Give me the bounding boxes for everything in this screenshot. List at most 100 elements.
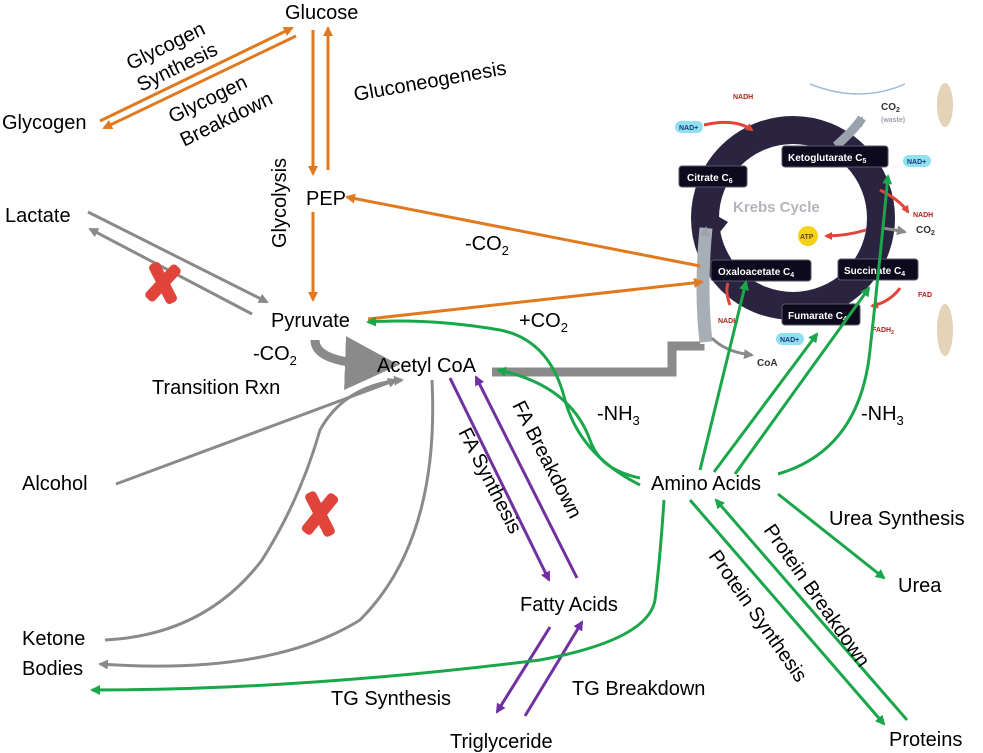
amino-acids-to-succinate-arrow [733, 286, 871, 475]
svg-text:Ketoglutarate C5: Ketoglutarate C5 [788, 153, 866, 165]
coa-label: CoA [757, 358, 778, 369]
bodies-label: Bodies [22, 658, 83, 680]
atp-label: ATP [800, 234, 814, 241]
fatty-acids-label: Fatty Acids [520, 594, 618, 616]
nad-badge-3 [776, 333, 804, 345]
fa-synthesis-arrow [448, 377, 551, 582]
svg-text:Succinate C4: Succinate C4 [844, 266, 905, 278]
amino-acids-to-fumarate-arrow [712, 332, 819, 473]
fadh2-label: FADH2 [872, 327, 894, 336]
succinate-label: Succinate C [844, 266, 901, 277]
svg-text:Oxaloacetate C4: Oxaloacetate C4 [718, 267, 794, 279]
nad-label-2: NAD+ [907, 159, 926, 166]
ketone-label: Ketone [22, 628, 85, 650]
pyruvate-to-oxaloacetate-arrow [367, 277, 704, 321]
co2-waste-label: CO2 [881, 102, 900, 114]
urea-synthesis-label: Urea Synthesis [829, 508, 965, 530]
oxaloacetate-label: Oxaloacetate C [718, 267, 790, 278]
krebs-decor-arc [809, 83, 906, 95]
minus-co2-pyruvate-label: -CO2 [253, 343, 297, 368]
cycle-arrowhead-3 [824, 287, 840, 303]
lactate-label: Lactate [5, 205, 71, 227]
fumarate-node: Fumarate C4 [781, 303, 861, 326]
oxaloacetate-to-pep-arrow [345, 193, 701, 268]
protein-synthesis-arrow [688, 499, 886, 726]
alcohol-label: Alcohol [22, 473, 88, 495]
cycle-arrowhead-4 [714, 214, 728, 232]
nad-badge-2 [903, 155, 931, 167]
transition-rxn-label: Transition Rxn [152, 377, 280, 399]
amino-acids-to-acetyl-coa-arrow [496, 366, 641, 480]
nadh-label-1: NADH [733, 94, 753, 101]
svg-text:Fumarate C4: Fumarate C4 [788, 311, 847, 323]
tg-synthesis-arrow [495, 626, 552, 714]
glycogen-breakdown-arrow [102, 34, 297, 130]
blocked-lactate-x-icon [145, 262, 181, 304]
minus-nh3-left-label: -NH3 [597, 403, 640, 428]
nad-label-1: NAD+ [679, 125, 698, 132]
lactate-to-pyruvate-arrow [87, 210, 269, 304]
tg-breakdown-label: TG Breakdown [572, 678, 705, 700]
pep-label: PEP [306, 188, 346, 210]
nad-label-3: NAD+ [780, 337, 799, 344]
nadh-label-2: NADH [913, 212, 933, 219]
amino-acids-to-oxaloacetate-arrow [698, 280, 749, 471]
amino-acids-label: Amino Acids [651, 473, 761, 495]
nadh-arrow-3 [725, 282, 732, 306]
glycogen-synthesis-arrow [99, 26, 294, 123]
ketone-to-acetyl-coa-arrow [104, 375, 404, 642]
triglyceride-label: Triglyceride [450, 731, 553, 753]
ketoglutarate-sub: 5 [862, 158, 866, 165]
citrate-label: Citrate C [687, 173, 729, 184]
protein-breakdown-arrow [714, 498, 909, 721]
acetyl-coa-to-krebs-line [492, 341, 705, 377]
glycolysis-label: Glycolysis [269, 158, 291, 248]
krebs-decor-blob-bottom [937, 304, 953, 356]
nadh-arrow-2 [879, 188, 910, 214]
co2-waste-arrow [832, 115, 866, 150]
atp-arrow [824, 228, 867, 240]
glucose-label: Glucose [285, 2, 358, 24]
minus-co2-pep-label: -CO2 [465, 233, 509, 258]
glycogen-label: Glycogen [2, 112, 87, 134]
orange-arrows [99, 26, 704, 321]
gluconeogenesis-label: Gluconeogenesis [352, 57, 508, 106]
fa-breakdown-label: FA Breakdown [508, 397, 586, 522]
atp-badge [798, 226, 818, 246]
fad-label: FAD [918, 292, 932, 299]
nadh-arrow-1 [703, 120, 754, 132]
green-arrows [90, 174, 909, 726]
svg-text:Citrate C6: Citrate C6 [687, 173, 733, 185]
blocked-ketone-x-icon [301, 491, 339, 537]
urea-synthesis-arrow [777, 492, 886, 580]
oxaloacetate-node: Oxaloacetate C4 [710, 259, 812, 282]
citrate-sub: 6 [729, 178, 733, 185]
co2-label-2: CO2 [916, 225, 935, 237]
plus-co2-label: +CO2 [519, 310, 568, 335]
amino-acids-to-pyruvate-arrow [366, 316, 641, 487]
succinate-sub: 4 [901, 271, 905, 278]
krebs-decor-blob-top [937, 83, 953, 127]
minus-nh3-right-label: -NH3 [861, 403, 904, 428]
amino-acids-to-ketone-arrow [90, 499, 666, 695]
krebs-cycle-title: Krebs Cycle [733, 199, 820, 216]
acetyl-coa-label: Acetyl CoA [377, 355, 477, 377]
cycle-arrowhead-2 [866, 182, 884, 196]
urea-label: Urea [898, 575, 942, 597]
ketoglutarate-node: Ketoglutarate C5 [781, 145, 889, 168]
nadh-label-3: NADH [718, 318, 738, 325]
fumarate-label: Fumarate C [788, 311, 843, 322]
fa-breakdown-arrow [474, 375, 579, 579]
acetyl-entry-arrow [696, 226, 713, 343]
gray-arrows [87, 210, 705, 670]
krebs-cycle-inset: Krebs Cycle Citrate C6 Ketoglutarate C5 … [672, 83, 953, 369]
ketoglutarate-label: Ketoglutarate C [788, 153, 862, 164]
tg-breakdown-arrow [523, 620, 584, 717]
proteins-label: Proteins [889, 729, 962, 751]
transition-rxn-arrow [310, 336, 399, 391]
tg-synthesis-label: TG Synthesis [331, 688, 451, 710]
nad-badge-1 [675, 121, 703, 133]
purple-arrows [448, 375, 584, 717]
cycle-arrowhead-1 [760, 125, 778, 143]
